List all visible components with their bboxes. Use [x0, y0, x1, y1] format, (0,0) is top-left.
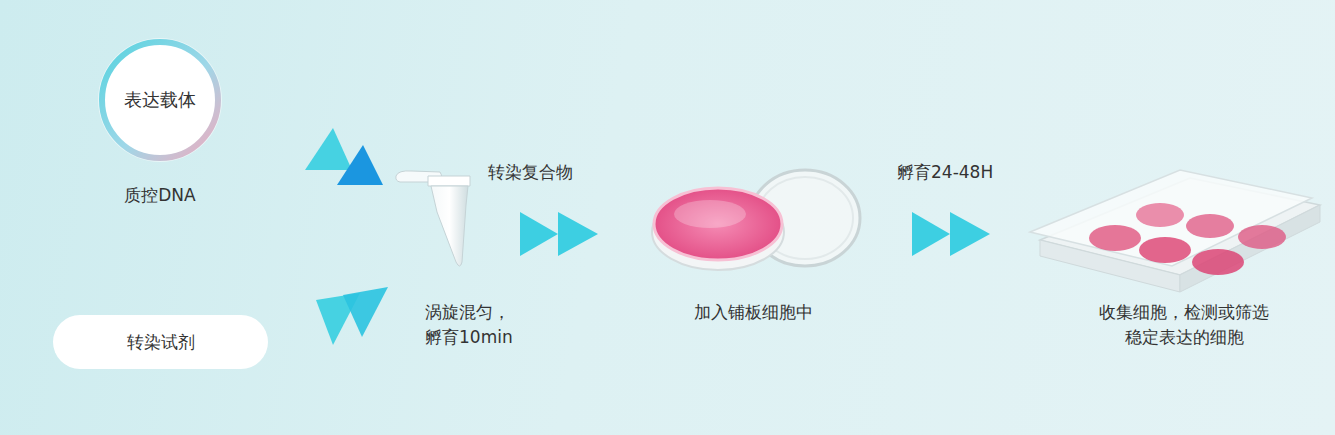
- petri-dish: [652, 170, 860, 270]
- well-plate: [1030, 170, 1320, 292]
- vector-circle: 表达载体质控DNA: [98, 38, 222, 162]
- node-caption: 质控DNA: [58, 184, 262, 207]
- flow-arrow: [520, 212, 598, 256]
- step-label: 孵育24-48H: [897, 160, 1027, 185]
- converge-arrow: [316, 287, 388, 345]
- node-text: 表达载体: [98, 38, 222, 162]
- step-label: 加入铺板细胞中: [668, 300, 838, 325]
- converge-arrow: [305, 128, 383, 185]
- step-label: 收集细胞，检测或筛选 稳定表达的细胞: [1088, 300, 1280, 350]
- reagent-pill: 转染试剂: [53, 315, 268, 369]
- step-label: 转染复合物: [488, 160, 618, 185]
- step-label: 涡旋混匀， 孵育10min: [425, 300, 521, 350]
- centrifuge-tube: [396, 171, 470, 266]
- node-text: 转染试剂: [127, 331, 195, 354]
- flow-arrow: [912, 212, 990, 256]
